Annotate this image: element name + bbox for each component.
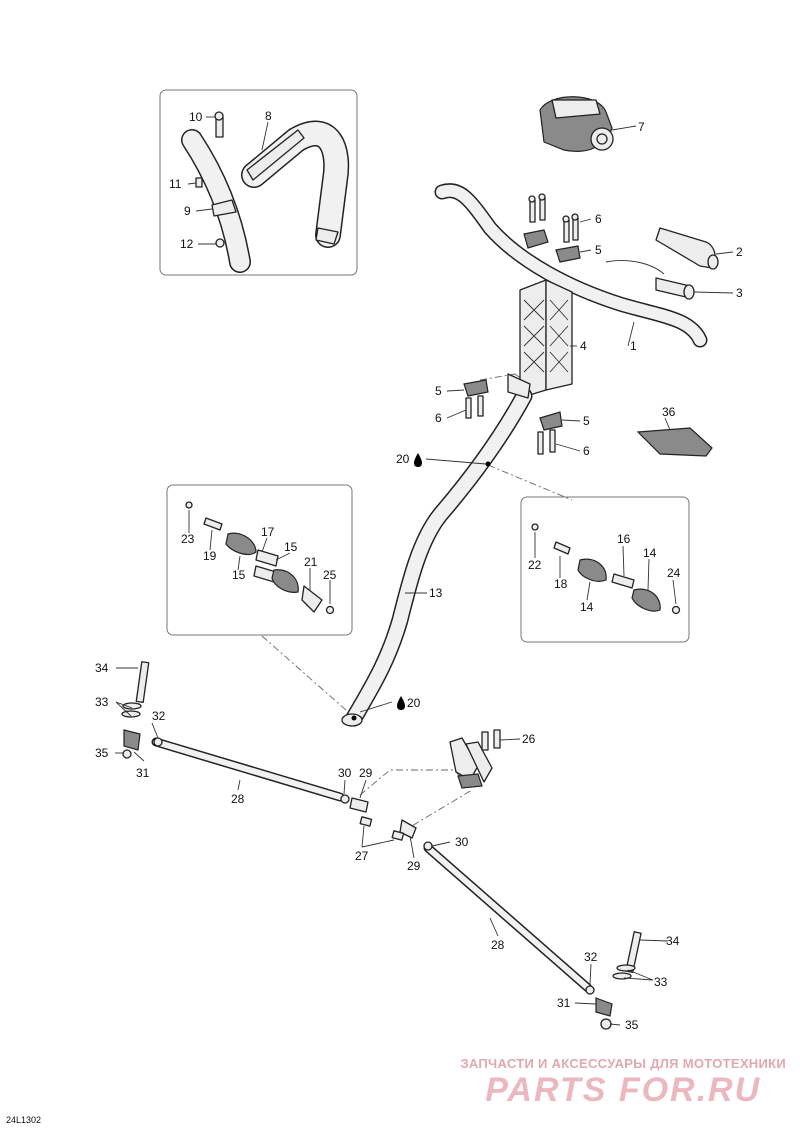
reference-line-bracket <box>359 769 473 834</box>
callout-21: 21 <box>304 555 318 569</box>
lube-point-upper <box>485 461 491 467</box>
inset-tie-rod-left <box>166 484 353 636</box>
callout-14: 14 <box>580 600 594 614</box>
callout-26: 26 <box>522 732 536 746</box>
grip-left <box>655 227 719 270</box>
callout-10: 10 <box>189 110 203 124</box>
callout-5: 5 <box>435 384 442 398</box>
callout-30: 30 <box>455 835 469 849</box>
tie-rod-left <box>121 661 373 827</box>
clamp-bolts-top <box>523 193 581 263</box>
reference-line-right <box>487 464 573 501</box>
callout-17: 17 <box>261 525 275 539</box>
oil-drop-icon <box>397 696 405 710</box>
callout-6: 6 <box>595 212 602 226</box>
steering-plate <box>636 427 713 457</box>
leader-lines <box>115 116 734 1026</box>
throttle-cable <box>605 260 665 275</box>
steering-bracket <box>449 729 501 789</box>
callout-30: 30 <box>338 766 352 780</box>
callout-20: 20 <box>407 696 421 710</box>
callout-2: 2 <box>736 245 743 259</box>
tie-rod-right <box>391 819 642 1030</box>
callout-36: 36 <box>662 405 676 419</box>
tie-rod-end-kit-left <box>185 501 335 615</box>
oil-drop-icon <box>414 453 422 467</box>
callout-6: 6 <box>583 444 590 458</box>
callout-6: 6 <box>435 411 442 425</box>
handlebar-pad <box>539 96 614 152</box>
callout-7: 7 <box>638 120 645 134</box>
handlebar-guard-assembly <box>181 111 350 273</box>
handlebar <box>434 183 708 348</box>
grip-right <box>655 277 695 300</box>
handlebar-riser <box>519 279 573 399</box>
callouts: 10 8 11 9 12 7 6 5 2 3 4 1 5 6 36 5 6 20… <box>95 109 743 1032</box>
callout-18: 18 <box>554 577 568 591</box>
callout-28: 28 <box>231 792 245 806</box>
callout-31: 31 <box>557 996 571 1010</box>
callout-4: 4 <box>580 339 587 353</box>
callout-20: 20 <box>396 452 410 466</box>
callout-33: 33 <box>654 975 668 989</box>
callout-1: 1 <box>630 339 637 353</box>
callout-13: 13 <box>429 586 443 600</box>
callout-32: 32 <box>584 950 598 964</box>
callout-28: 28 <box>491 938 505 952</box>
clamp-bolts-middle <box>463 379 563 455</box>
callout-35: 35 <box>95 746 109 760</box>
callout-16: 16 <box>617 532 631 546</box>
callout-19: 19 <box>203 549 217 563</box>
callout-25: 25 <box>323 568 337 582</box>
callout-11: 11 <box>169 177 182 191</box>
inset-handlebar-guard <box>159 89 358 276</box>
callout-35: 35 <box>625 1018 639 1032</box>
callout-23: 23 <box>181 532 195 546</box>
steering-column <box>341 373 533 727</box>
callout-31: 31 <box>136 766 150 780</box>
callout-14: 14 <box>643 546 657 560</box>
callout-9: 9 <box>184 204 191 218</box>
tie-rod-end-kit-right <box>531 523 681 615</box>
callout-5: 5 <box>595 243 602 257</box>
callout-34: 34 <box>666 934 680 948</box>
callout-33: 33 <box>95 695 109 709</box>
lube-point-lower <box>351 715 357 721</box>
callout-15: 15 <box>284 540 298 554</box>
callout-34: 34 <box>95 661 109 675</box>
callout-29: 29 <box>407 859 421 873</box>
callout-22: 22 <box>528 558 542 572</box>
diagram-code: 24L1302 <box>6 1115 42 1125</box>
callout-12: 12 <box>180 237 194 251</box>
callout-15: 15 <box>232 568 246 582</box>
inset-tie-rod-right <box>520 496 690 643</box>
callout-3: 3 <box>736 286 743 300</box>
callout-32: 32 <box>152 709 166 723</box>
reference-line-left <box>261 635 356 719</box>
callout-8: 8 <box>265 109 272 123</box>
callout-27: 27 <box>355 849 369 863</box>
callout-24: 24 <box>667 566 681 580</box>
callout-29: 29 <box>359 766 373 780</box>
callout-5: 5 <box>583 414 590 428</box>
